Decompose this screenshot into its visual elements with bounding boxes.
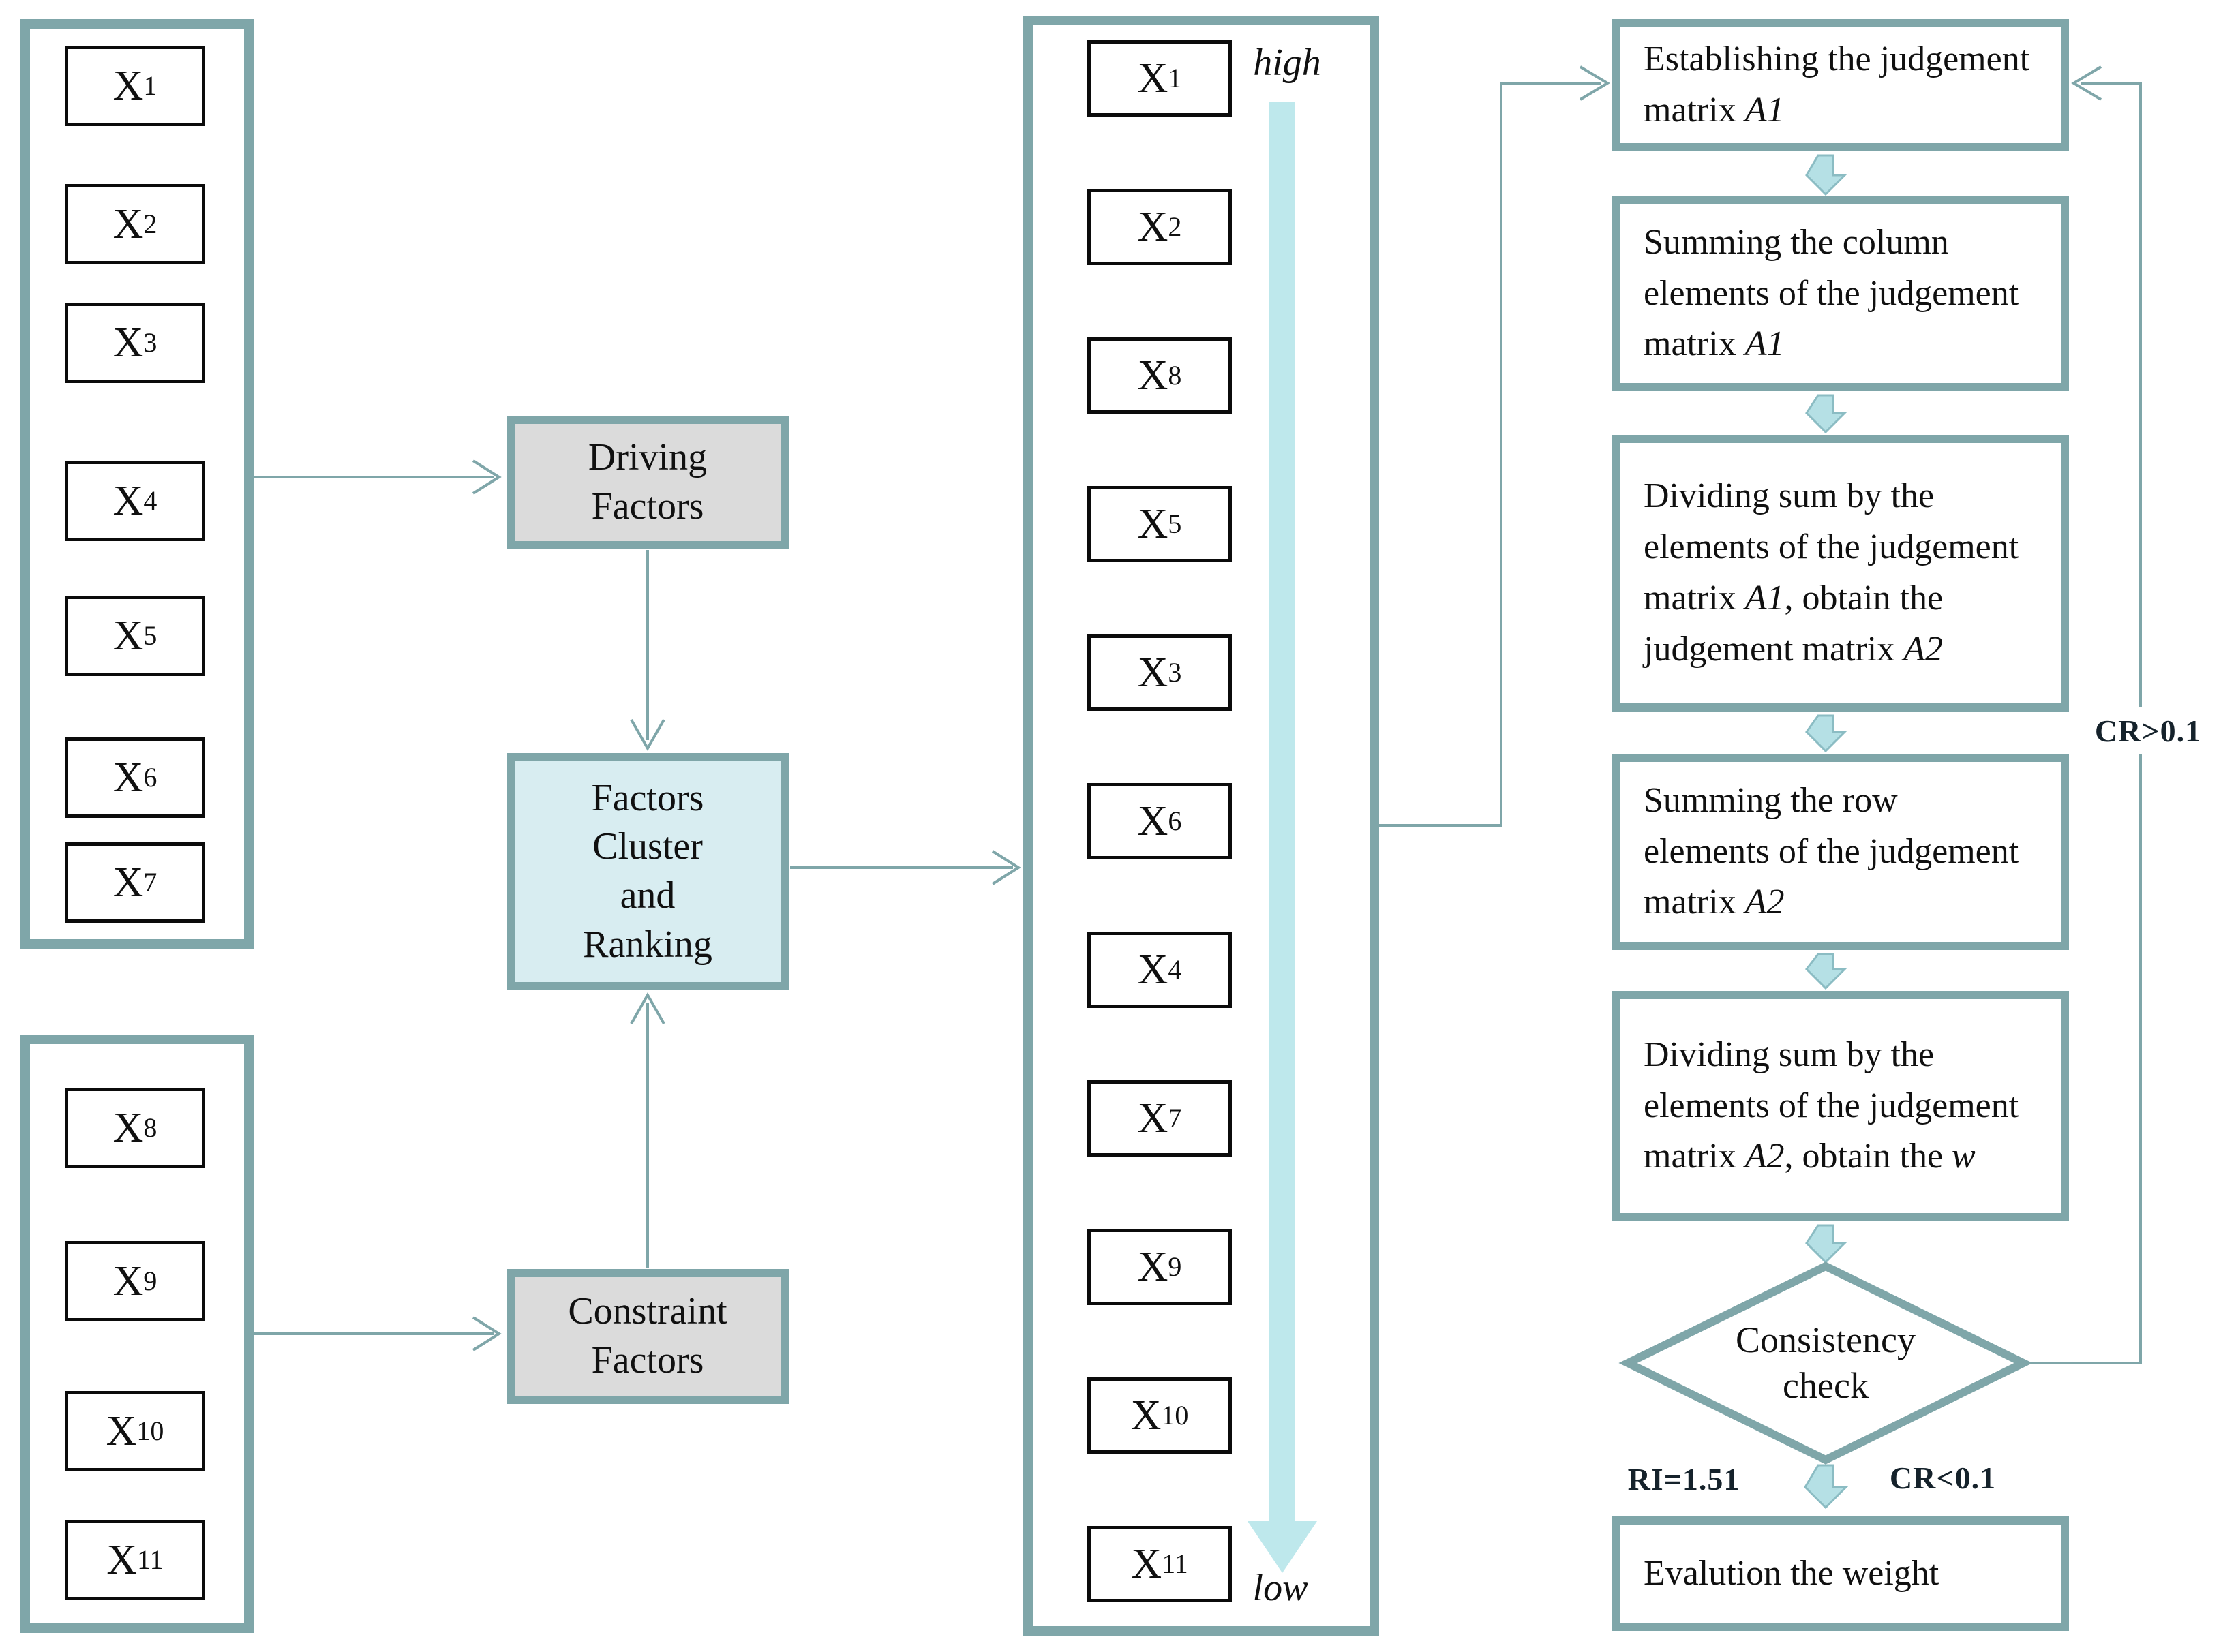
ranking-panel bbox=[1023, 16, 1379, 1636]
consistency-check-diamond bbox=[1618, 1261, 2033, 1465]
driving-factors-label: Factors bbox=[591, 485, 704, 527]
arrowhead-right-icon bbox=[1579, 65, 1610, 101]
rank-bar bbox=[1269, 102, 1295, 1523]
ri-label: RI=1.51 bbox=[1627, 1461, 1740, 1497]
step-divide-a1-obtain-a2: Dividing sum by the elements of the judg… bbox=[1612, 435, 2069, 712]
arrowhead-down-icon bbox=[630, 719, 665, 752]
arrow-ranking-to-step1 bbox=[1379, 82, 1601, 827]
cluster-label: Cluster bbox=[592, 825, 703, 868]
arrowhead-right-icon bbox=[472, 1316, 502, 1351]
constraint-factors-label: Factors bbox=[591, 1339, 704, 1381]
fat-arrow-down-icon bbox=[1804, 1464, 1849, 1510]
fat-arrow-down-icon bbox=[1805, 154, 1847, 196]
driving-factors-box: Driving Factors bbox=[507, 416, 789, 549]
fat-arrow-down-icon bbox=[1805, 714, 1847, 753]
ranking-gradient-arrow bbox=[1248, 102, 1317, 1573]
evaluation-weight-box: Evalution the weight bbox=[1612, 1516, 2069, 1631]
high-label: high bbox=[1253, 42, 1321, 84]
low-label: low bbox=[1252, 1567, 1308, 1609]
step-establish-matrix-a1: Establishing the judgement matrix A1 bbox=[1612, 19, 2069, 151]
step-sum-columns-a1: Summing the column elements of the judge… bbox=[1612, 196, 2069, 391]
cluster-label: Ranking bbox=[583, 923, 712, 966]
thin-connectors bbox=[254, 65, 2142, 1364]
fat-arrow-down-icon bbox=[1805, 1224, 1847, 1264]
arrowhead-up-icon bbox=[630, 992, 665, 1024]
arrowhead-left-icon bbox=[2071, 65, 2102, 101]
driving-factors-label: Driving bbox=[588, 436, 708, 479]
constraint-factors-label: Constraint bbox=[568, 1290, 727, 1333]
cluster-label: and bbox=[620, 874, 676, 917]
constraint-factors-box: Constraint Factors bbox=[507, 1269, 789, 1404]
arrowhead-right-icon bbox=[991, 850, 1021, 885]
consistency-check-label: Consistency check bbox=[1736, 1319, 1916, 1407]
arrowhead-right-icon bbox=[472, 459, 502, 495]
step-divide-a2-obtain-w: Dividing sum by the elements of the judg… bbox=[1612, 991, 2069, 1221]
fat-arrow-down-icon bbox=[1805, 394, 1847, 434]
cluster-label: Factors bbox=[591, 776, 704, 819]
step-sum-rows-a2: Summing the row elements of the judgemen… bbox=[1612, 754, 2069, 950]
rank-bar-arrowhead-down-icon bbox=[1248, 1521, 1317, 1573]
fat-arrow-down-icon bbox=[1805, 953, 1847, 990]
cr-less-label: CR<0.1 bbox=[1889, 1460, 1997, 1495]
fat-flow-arrows bbox=[1804, 154, 1849, 1510]
cr-greater-label: CR>0.1 bbox=[2072, 707, 2224, 754]
factors-cluster-ranking-box: Factors Cluster and Ranking bbox=[507, 753, 789, 990]
